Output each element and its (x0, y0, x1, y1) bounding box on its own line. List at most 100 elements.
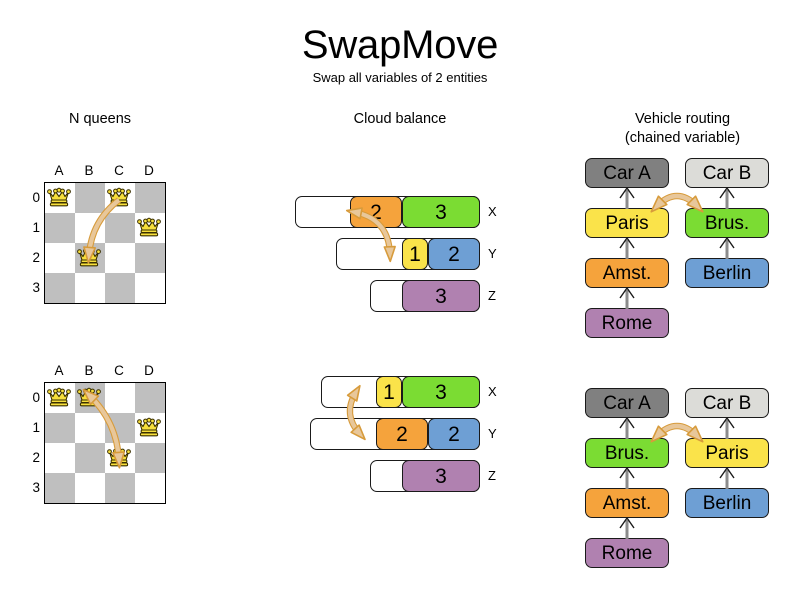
cloud-process-X-1[interactable]: 1 (376, 376, 402, 408)
column-heading-nqueens: N queens (68, 111, 132, 127)
vrp-node-carb-b[interactable]: Car B (685, 388, 769, 418)
nqueens-board-after[interactable]: A B C D 0 1 2 3 (22, 360, 182, 520)
board-cell-C3[interactable] (105, 473, 135, 503)
board-cell-A2[interactable] (45, 443, 75, 473)
board-cell-A2[interactable] (45, 243, 75, 273)
board-cell-A3[interactable] (45, 273, 75, 303)
cloud-computer-label-Y: Y (488, 246, 497, 261)
column-heading-vehicle-routing: Vehicle routing (chained variable) (575, 110, 790, 148)
vrp-chain-arrow (615, 237, 639, 264)
cloud-process-Y-1[interactable]: 1 (402, 238, 428, 270)
rank-label-2: 2 (32, 450, 40, 465)
rank-label-0: 0 (32, 190, 40, 205)
page-subtitle: Swap all variables of 2 entities (312, 70, 488, 85)
file-label-B: B (84, 363, 94, 378)
cloud-computer-label-Z: Z (488, 468, 496, 483)
file-label-D: D (144, 363, 154, 378)
vrp-chain-arrow (715, 187, 739, 214)
board-cell-B0[interactable] (75, 183, 105, 213)
nqueens-board-before[interactable]: A B C D 0 1 2 3 (22, 160, 182, 320)
vrp-node-berlin-b[interactable]: Berlin (685, 258, 769, 288)
cloud-computer-label-Z: Z (488, 288, 496, 303)
file-label-A: A (54, 163, 64, 178)
vrp-chain-arrow (715, 467, 739, 494)
cloud-process-X-2[interactable]: 3 (402, 376, 480, 408)
cloud-process-Z-1[interactable]: 3 (402, 460, 480, 492)
vrp-node-paris-b[interactable]: Paris (685, 438, 769, 468)
vrp-node-amst-a[interactable]: Amst. (585, 258, 669, 288)
vrp-node-cara-a[interactable]: Car A (585, 158, 669, 188)
cloud-swap-arrow (300, 376, 512, 501)
vrp-heading-line-2: (chained variable) (624, 130, 741, 146)
vrp-swap-arrow (585, 158, 785, 283)
cloud-computer-label-Y: Y (488, 426, 497, 441)
vrp-chain-arrow (615, 467, 639, 494)
vrp-chain-arrow (715, 237, 739, 264)
cloud-move-arrow (300, 196, 512, 321)
cloud-process-Y-1[interactable]: 2 (376, 418, 428, 450)
board-cell-C0[interactable] (105, 383, 135, 413)
cloud-process-Y-2[interactable]: 2 (428, 418, 480, 450)
vrp-node-amst-a[interactable]: Amst. (585, 488, 669, 518)
board-cell-B3[interactable] (75, 473, 105, 503)
vrp-chain-arrow (615, 187, 639, 214)
board-cell-A1[interactable] (45, 413, 75, 443)
vrp-node-brus-a[interactable]: Brus. (585, 438, 669, 468)
board-cell-A1[interactable] (45, 213, 75, 243)
page-title: SwapMove (301, 23, 499, 67)
vrp-swap-arrow (585, 388, 785, 513)
rank-label-1: 1 (32, 220, 40, 235)
board-cell-D2[interactable] (135, 443, 165, 473)
vrp-heading-line-1: Vehicle routing (634, 111, 731, 127)
board-cell-D0[interactable] (135, 383, 165, 413)
vrp-node-cara-a[interactable]: Car A (585, 388, 669, 418)
board-cell-D0[interactable] (135, 183, 165, 213)
rank-label-1: 1 (32, 420, 40, 435)
file-label-B: B (84, 163, 94, 178)
vrp-node-paris-a[interactable]: Paris (585, 208, 669, 238)
rank-label-0: 0 (32, 390, 40, 405)
board-cell-D3[interactable] (135, 273, 165, 303)
vrp-node-berlin-b[interactable]: Berlin (685, 488, 769, 518)
cloud-computer-label-X: X (488, 384, 497, 399)
rank-label-2: 2 (32, 250, 40, 265)
vrp-node-rome-a[interactable]: Rome (585, 538, 669, 568)
file-label-A: A (54, 363, 64, 378)
board-cell-C3[interactable] (105, 273, 135, 303)
vrp-chain-arrow (715, 417, 739, 444)
cloud-process-Z-1[interactable]: 3 (402, 280, 480, 312)
cloud-computer-label-X: X (488, 204, 497, 219)
queen-swap-arrow (22, 360, 192, 535)
board-cell-B1[interactable] (75, 413, 105, 443)
board-cell-A3[interactable] (45, 473, 75, 503)
queen-move-arrow (22, 160, 192, 335)
vrp-chain-arrow (615, 287, 639, 314)
vrp-node-rome-a[interactable]: Rome (585, 308, 669, 338)
board-cell-D2[interactable] (135, 243, 165, 273)
vrp-chain-arrow (615, 417, 639, 444)
rank-label-3: 3 (32, 280, 40, 295)
vrp-node-carb-b[interactable]: Car B (685, 158, 769, 188)
file-label-C: C (114, 163, 124, 178)
file-label-C: C (114, 363, 124, 378)
board-cell-C1[interactable] (105, 213, 135, 243)
rank-label-3: 3 (32, 480, 40, 495)
board-cell-C2[interactable] (105, 243, 135, 273)
board-cell-B3[interactable] (75, 273, 105, 303)
board-cell-B2[interactable] (75, 443, 105, 473)
cloud-process-X-2[interactable]: 3 (402, 196, 480, 228)
cloud-process-Y-2[interactable]: 2 (428, 238, 480, 270)
file-label-D: D (144, 163, 154, 178)
board-cell-D3[interactable] (135, 473, 165, 503)
vrp-chain-arrow (615, 517, 639, 544)
